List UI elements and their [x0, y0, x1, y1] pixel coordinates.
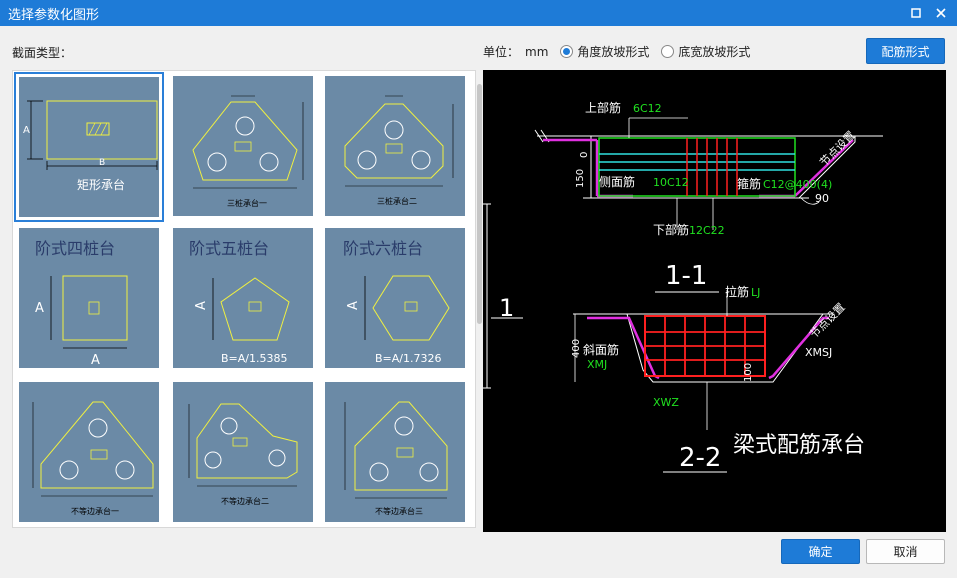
shape-label: 不等边承台二 [221, 496, 269, 506]
title-bar: 选择参数化图形 [0, 0, 957, 26]
dim-b-label: B [99, 158, 105, 168]
section-2-2-label: 2-2 [679, 443, 721, 473]
shape-thumbnail: 阶式五桩台 A B=A/1.5385 [173, 228, 313, 368]
shape-label: 三桩承台一 [227, 198, 267, 208]
dim-100-label: 100 [743, 363, 754, 382]
tie-label: 拉筋 [725, 284, 749, 299]
xmsj-label: XMSJ [805, 346, 832, 359]
shape-step-four-pile[interactable]: 阶式四桩台 A A [14, 223, 164, 373]
shape-grid: A B 矩形承台 三桩承台一 [12, 70, 476, 528]
node-setting-label: 节点设置 [817, 129, 857, 169]
shape-thumbnail: 阶式六桩台 A B=A/1.7326 [325, 228, 465, 368]
shape-thumbnail: 不等边承台一 [19, 382, 159, 522]
side-bar-label: 侧面筋 [599, 174, 635, 189]
dim-a-label: A [346, 301, 361, 310]
preview-title: 梁式配筋承台 [733, 433, 865, 458]
shape-label: 不等边承台一 [71, 506, 119, 516]
shape-step-six-pile[interactable]: 阶式六桩台 A B=A/1.7326 [320, 223, 470, 373]
shape-caption: B=A/1.5385 [221, 352, 287, 365]
toolbar: 截面类型： 单位： mm 角度放坡形式 底宽放坡形式 配筋形式 [0, 26, 957, 70]
shape-thumbnail: 三桩承台二 [325, 76, 465, 216]
bottom-bar-label: 下部筋 [653, 222, 689, 237]
shape-unequal-2[interactable]: 不等边承台二 [168, 377, 318, 527]
shape-rect-cap[interactable]: A B 矩形承台 [14, 72, 164, 222]
scrollbar-thumb[interactable] [477, 84, 482, 324]
dim-150-label: 150 [575, 169, 586, 188]
radio-angle-slope[interactable]: 角度放坡形式 [560, 43, 649, 60]
maximize-icon[interactable] [905, 3, 927, 23]
unit-value: mm [525, 44, 549, 59]
rebar-form-button[interactable]: 配筋形式 [866, 38, 945, 64]
dim-a-label: A [23, 125, 30, 136]
dim-a-label: A [91, 353, 100, 368]
close-icon[interactable] [930, 3, 952, 23]
section-1-1-label: 1-1 [665, 261, 707, 291]
shape-three-pile-2[interactable]: 三桩承台二 [320, 71, 470, 221]
radio-width-slope[interactable]: 底宽放坡形式 [661, 43, 750, 60]
dim-a-label: A [194, 301, 209, 310]
radio-angle-slope-label: 角度放坡形式 [577, 45, 650, 59]
stirrup-label: 箍筋 [737, 176, 761, 191]
dim-400-label: 400 [571, 339, 582, 358]
radio-unselected-icon[interactable] [661, 45, 675, 58]
shape-step-five-pile[interactable]: 阶式五桩台 A B=A/1.5385 [168, 223, 318, 373]
shape-thumbnail: 三桩承台一 [173, 76, 313, 216]
dim-a-label: A [35, 301, 44, 316]
shape-thumbnail: 不等边承台三 [325, 382, 465, 522]
window-title: 选择参数化图形 [8, 7, 100, 23]
shape-label: 矩形承台 [77, 177, 125, 192]
side-bar-value: 10C12 [653, 176, 689, 189]
section-type-label: 截面类型： [12, 46, 73, 60]
cancel-button[interactable]: 取消 [866, 539, 945, 564]
shape-label: 阶式六桩台 [343, 239, 423, 258]
section-1-label: 1 [499, 294, 514, 322]
shape-label: 阶式五桩台 [189, 239, 269, 258]
slope-label: 斜面筋 [583, 342, 619, 357]
tie-value: LJ [751, 286, 760, 299]
grid-scrollbar[interactable] [476, 70, 483, 528]
shape-label: 阶式四桩台 [35, 239, 115, 258]
radio-selected-icon[interactable] [560, 45, 574, 58]
ok-button[interactable]: 确定 [781, 539, 860, 564]
shape-thumbnail: A B 矩形承台 [19, 77, 159, 217]
slope-value: XMJ [587, 358, 607, 371]
shape-thumbnail: 阶式四桩台 A A [19, 228, 159, 368]
radio-width-slope-label: 底宽放坡形式 [678, 45, 751, 59]
shape-label: 三桩承台二 [377, 196, 417, 206]
shape-caption: B=A/1.7326 [375, 352, 441, 365]
dim-0-label: 0 [579, 152, 590, 158]
angle-label: 90 [815, 192, 829, 205]
stirrup-value: C12@400(4) [763, 178, 832, 191]
shape-unequal-3[interactable]: 不等边承台三 [320, 377, 470, 527]
shape-label: 不等边承台三 [375, 506, 423, 516]
node-setting-label-2: 节点设置 [807, 301, 847, 341]
shape-unequal-1[interactable]: 不等边承台一 [14, 377, 164, 527]
top-bar-value: 6C12 [633, 102, 662, 115]
shape-thumbnail: 不等边承台二 [173, 382, 313, 522]
unit-label: 单位： [483, 45, 520, 59]
top-bar-label: 上部筋 [585, 100, 621, 115]
shape-three-pile-1[interactable]: 三桩承台一 [168, 71, 318, 221]
bottom-bar-value: 12C22 [689, 224, 725, 237]
xwz-label: XWZ [653, 396, 679, 409]
preview-panel: 上部筋 6C12 侧面筋 10C12 箍筋 C12@400(4) 下部筋 12C… [483, 70, 946, 532]
unit-group: 单位： mm 角度放坡形式 底宽放坡形式 [483, 43, 750, 60]
